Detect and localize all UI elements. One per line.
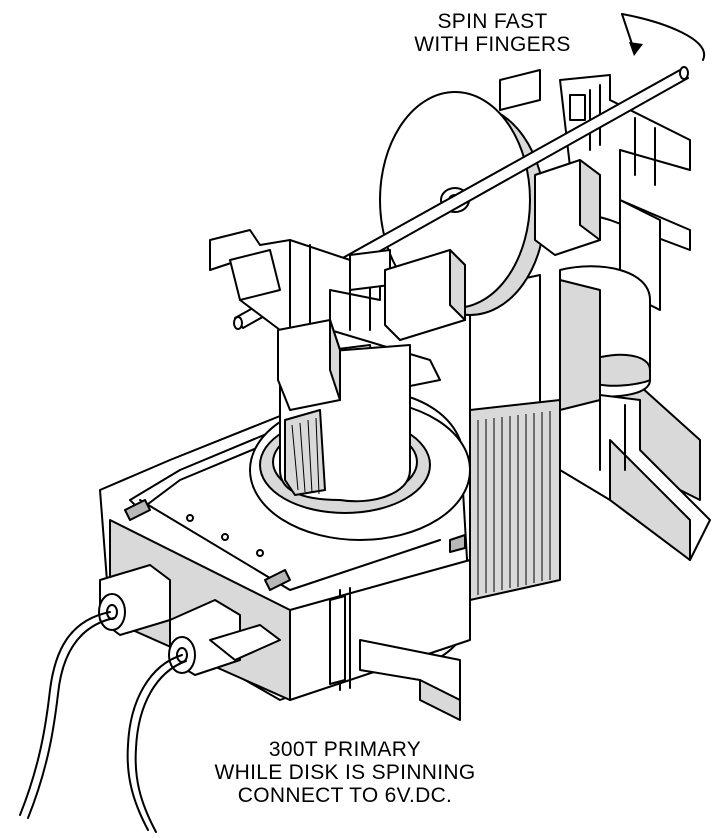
primary-line-3: CONNECT TO 6V.DC. — [237, 784, 453, 807]
rotation-arrow-icon — [621, 13, 706, 61]
lead-wires — [19, 611, 187, 833]
laminated-core — [469, 274, 601, 601]
primary-line-2: WHILE DISK IS SPINNING — [214, 761, 476, 784]
right-foot-stand — [559, 389, 711, 561]
spin-line-2: WITH FINGERS — [414, 33, 571, 56]
spin-line-1: SPIN FAST — [437, 10, 548, 33]
primary-instruction-label: 300T PRIMARY WHILE DISK IS SPINNING CONN… — [160, 738, 530, 807]
vertical-core-cylinder — [277, 319, 411, 503]
base-right-leg — [359, 639, 461, 721]
spin-instruction-label: SPIN FAST WITH FINGERS — [385, 10, 600, 56]
front-magnet-block — [384, 249, 466, 341]
rear-magnet-block — [534, 159, 601, 256]
primary-line-1: 300T PRIMARY — [268, 738, 422, 761]
